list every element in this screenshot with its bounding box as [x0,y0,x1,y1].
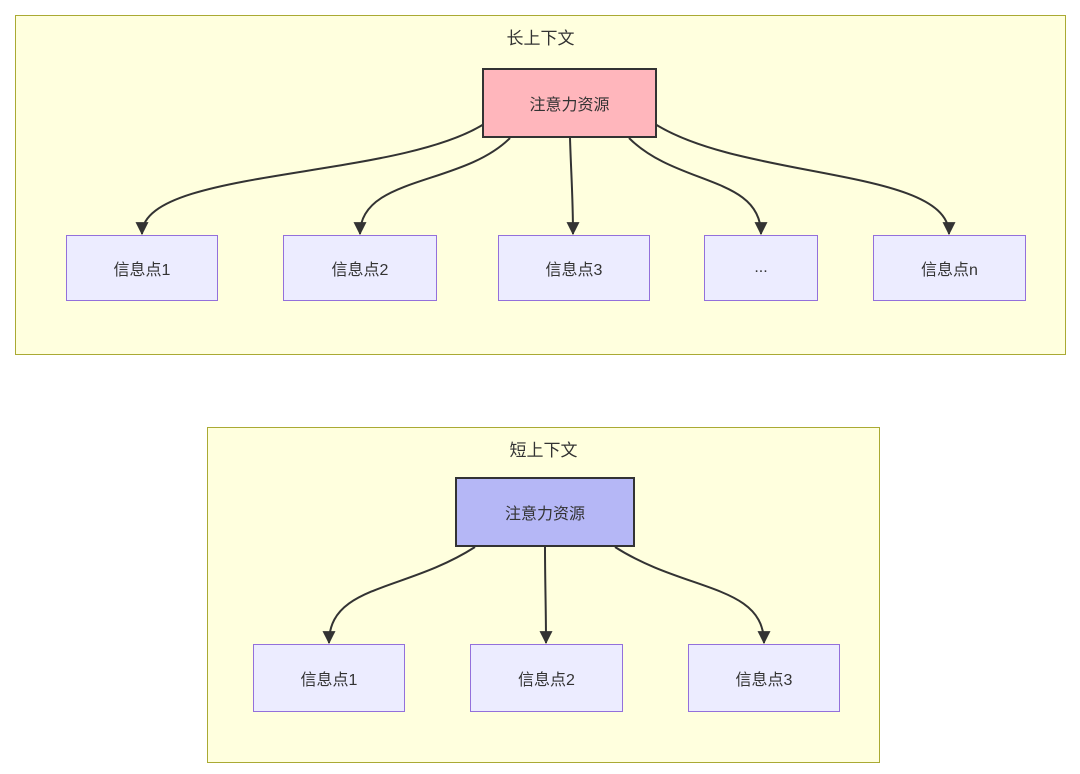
info-node-long-3: 信息点3 [498,235,650,301]
info-node-long-n: 信息点n [873,235,1026,301]
long-context-container: 长上下文 [15,15,1066,355]
attention-node-long: 注意力资源 [482,68,657,138]
short-context-title: 短上下文 [509,441,578,460]
attention-node-short: 注意力资源 [455,477,635,547]
long-context-title: 长上下文 [506,29,575,48]
info-node-short-1: 信息点1 [253,644,405,712]
info-node-short-2: 信息点2 [470,644,623,712]
info-node-short-3: 信息点3 [688,644,840,712]
info-node-long-2: 信息点2 [283,235,437,301]
info-node-long-ellipsis: ... [704,235,818,301]
info-node-long-1: 信息点1 [66,235,218,301]
